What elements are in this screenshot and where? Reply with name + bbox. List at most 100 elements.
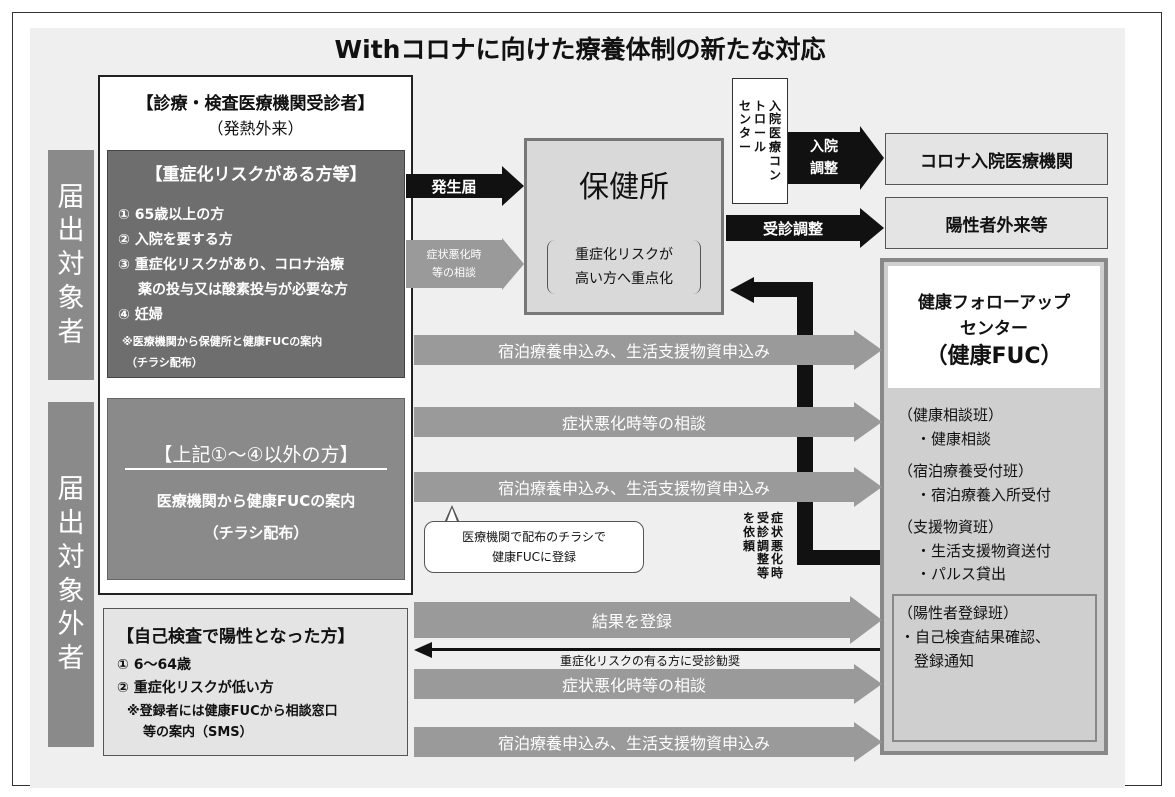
fuc-team-supplies-item-1: ・生活支援物資送付 bbox=[916, 542, 1052, 560]
fuc-title-line1: 健康フォローアップ bbox=[917, 293, 1071, 313]
high-risk-item-3-cont: 薬の投与又は酸素投与が必要な方 bbox=[138, 282, 348, 298]
fuc-register-team-item-1: ・自己検査結果確認、 bbox=[900, 628, 1051, 646]
self-test-title: 【自己検査で陽性となった方】 bbox=[117, 627, 355, 647]
control-center-char: ト bbox=[753, 98, 766, 113]
connector-bottom bbox=[797, 550, 880, 565]
arrow-admission-line1: 入院 bbox=[810, 139, 838, 155]
control-center-text-col2: トロール bbox=[753, 98, 766, 183]
connector-top bbox=[752, 282, 813, 297]
arrow-visit-adjust: 受診調整 bbox=[726, 208, 884, 248]
control-center-char: ン bbox=[769, 167, 782, 182]
high-risk-item-3: ③ 重症化リスクがあり、コロナ治療 bbox=[118, 257, 345, 273]
fuc-team-accommodation-name: （宿泊療養受付班） bbox=[898, 462, 1034, 480]
request-label-char: を bbox=[742, 511, 755, 525]
fuc-team-accommodation-item: ・宿泊療養入所受付 bbox=[916, 486, 1052, 504]
high-risk-item-2: ② 入院を要する方 bbox=[118, 232, 233, 248]
fuc-team-health-name: （健康相談班） bbox=[898, 406, 1004, 424]
fuc-title-line2: センター bbox=[960, 319, 1028, 339]
callout-line1: 医療機関で配布のチラシで bbox=[462, 530, 606, 544]
control-center-char: 入 bbox=[769, 98, 782, 113]
side-label-char: 象 bbox=[57, 575, 85, 607]
others-line2: （チラシ配布） bbox=[203, 524, 309, 542]
request-label-char: 症 bbox=[771, 511, 784, 525]
arrow-accommodation-3: 宿泊療養申込み、生活支援物資申込み bbox=[414, 722, 882, 762]
side-label-char: 象 bbox=[57, 282, 85, 314]
self-test-box bbox=[103, 608, 408, 756]
arrow-accommodation-1: 宿泊療養申込み、生活支援物資申込み bbox=[414, 330, 882, 370]
request-label-char: 化 bbox=[771, 552, 784, 567]
control-center-box: 入院医療コン トロール センター bbox=[732, 78, 788, 204]
others-title: 【上記①～④以外の方】 bbox=[153, 444, 359, 466]
health-center-note-line1: 重症化リスクが bbox=[575, 247, 673, 263]
diagram-title: Withコロナに向けた療養体制の新たな対応 bbox=[334, 35, 826, 64]
fuc-team-supplies-item-2: ・パルス貸出 bbox=[916, 565, 1007, 583]
self-test-note-line1: ※登録者には健康FUCから相談窓口 bbox=[127, 704, 338, 719]
fuc-register-team-name: （陽性者登録班） bbox=[898, 604, 1019, 622]
callout-box bbox=[424, 521, 644, 573]
hospital-box: コロナ入院医療機関 bbox=[885, 133, 1108, 185]
arrow-consult-2: 症状悪化時等の相談 bbox=[414, 402, 882, 442]
health-center-title: 保健所 bbox=[579, 170, 669, 205]
side-label-char: 対 bbox=[57, 541, 85, 573]
arrow-recommend-label: 重症化リスクの有る方に受診勧奨 bbox=[559, 654, 740, 668]
request-label-char: 状 bbox=[771, 524, 784, 539]
control-center-char: ー bbox=[738, 140, 751, 154]
arrow-visit-adjust-label: 受診調整 bbox=[762, 219, 823, 238]
arrow-recommend bbox=[414, 639, 880, 661]
request-label-char: 時 bbox=[771, 566, 784, 581]
arrow-consult-health-center: 症状悪化時 等の相談 bbox=[406, 238, 524, 290]
callout-pointer-fill bbox=[446, 508, 458, 524]
self-test-note-line2: 等の案内（SMS） bbox=[143, 725, 253, 740]
side-label-char: 出 bbox=[57, 508, 85, 539]
request-label-col2: 受診調整等 bbox=[756, 511, 769, 581]
control-center-char: 医 bbox=[769, 126, 782, 141]
side-label-char: 届 bbox=[57, 474, 85, 506]
arrow-register: 結果を登録 bbox=[414, 596, 882, 644]
request-label-char: 等 bbox=[756, 566, 769, 581]
side-label-char: 者 bbox=[57, 316, 85, 348]
side-label-non-targets-text: 届出対象外者 bbox=[58, 473, 85, 676]
request-label-char: 調 bbox=[756, 538, 769, 553]
high-risk-title: 【重症化リスクがある方等】 bbox=[145, 165, 367, 185]
fuc-team-supplies-name: （支援物資班） bbox=[898, 518, 1004, 536]
arrow-consult-3-label: 症状悪化時等の相談 bbox=[561, 676, 706, 695]
connector-arrowhead bbox=[730, 277, 754, 303]
side-label-char: 対 bbox=[57, 249, 85, 281]
arrow-accommodation-2-label: 宿泊療養申込み、生活支援物資申込み bbox=[497, 479, 770, 498]
control-center-char: ー bbox=[753, 126, 766, 141]
arrow-notification: 発生届 bbox=[406, 166, 524, 206]
arrow-accommodation-1-label: 宿泊療養申込み、生活支援物資申込み bbox=[497, 342, 770, 361]
request-label-col1: 症状悪化時 bbox=[771, 511, 784, 581]
request-label-char: 診 bbox=[756, 524, 769, 539]
control-center-char: ロ bbox=[753, 112, 766, 127]
arrow-admission-line2: 調整 bbox=[810, 161, 838, 177]
side-label-char: 出 bbox=[57, 215, 85, 247]
high-risk-note-line1: ※医療機関から保健所と健康FUCの案内 bbox=[122, 335, 323, 348]
control-center-char: ン bbox=[738, 112, 751, 127]
request-label-col3: を依頼 bbox=[742, 511, 755, 581]
arrow-admission: 入院 調整 bbox=[788, 126, 884, 190]
control-center-text-col3: センター bbox=[738, 99, 751, 183]
callout-line2: 健康FUCに登録 bbox=[491, 550, 577, 564]
arrow-consult-3: 症状悪化時等の相談 bbox=[414, 664, 882, 704]
request-label: 症状悪化時 受診調整等 を依頼 bbox=[733, 511, 793, 602]
arrow-accommodation-3-label: 宿泊療養申込み、生活支援物資申込み bbox=[497, 734, 770, 753]
request-label-char: 依 bbox=[742, 524, 755, 539]
fuc-title-line3: （健康FUC） bbox=[925, 344, 1063, 369]
self-test-item-2: ② 重症化リスクが低い方 bbox=[117, 680, 274, 696]
arrow-register-label: 結果を登録 bbox=[591, 612, 672, 631]
others-title-underline bbox=[125, 468, 387, 470]
control-center-char: 院 bbox=[769, 112, 782, 127]
side-label-targets: 届出対象者 bbox=[48, 150, 94, 380]
arrow-accommodation-2: 宿泊療養申込み、生活支援物資申込み bbox=[414, 467, 882, 507]
arrow-consult-hc-line2: 等の相談 bbox=[432, 266, 476, 279]
high-risk-item-1: ① 65歳以上の方 bbox=[118, 207, 225, 223]
health-center-box bbox=[524, 138, 724, 315]
side-label-targets-text: 届出対象者 bbox=[58, 181, 85, 350]
side-label-non-targets: 届出対象外者 bbox=[48, 402, 94, 747]
hospital-label: コロナ入院医療機関 bbox=[920, 151, 1073, 172]
arrow-consult-hc-line1: 症状悪化時 bbox=[426, 248, 482, 261]
health-center-note-line2: 高い方へ重点化 bbox=[575, 271, 673, 287]
fuc-team-health-item: ・健康相談 bbox=[916, 430, 992, 448]
